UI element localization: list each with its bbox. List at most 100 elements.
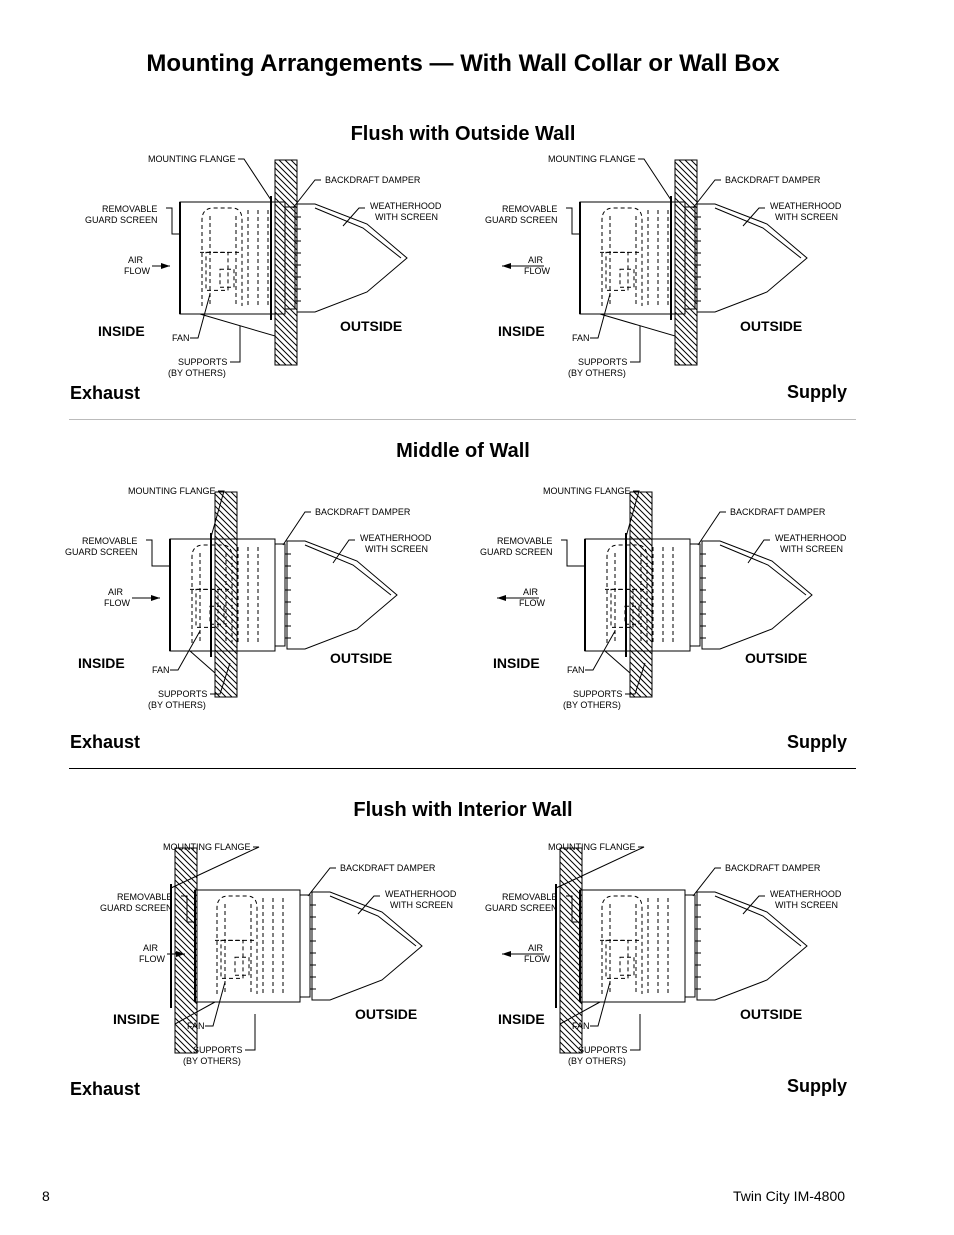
callout-guard-screen-2: GUARD SCREEN: [485, 215, 558, 225]
callout-mounting-flange: MOUNTING FLANGE: [163, 842, 251, 852]
airflow-label: AIR: [143, 943, 159, 953]
callout-supports: SUPPORTS: [178, 357, 227, 367]
callout-guard-screen: REMOVABLE: [117, 892, 172, 902]
callout-leader: [692, 179, 721, 209]
weatherhood: [701, 540, 813, 650]
fan-motor: [605, 251, 629, 291]
supply-label: Supply: [787, 732, 848, 752]
callout-mounting-flange: MOUNTING FLANGE: [148, 154, 236, 164]
callout-supports: SUPPORTS: [158, 689, 207, 699]
airflow-label-2: FLOW: [524, 266, 551, 276]
callout-leader: [625, 490, 640, 538]
callout-supports-2: (BY OTHERS): [563, 700, 621, 710]
callout-leader: [742, 895, 765, 915]
fan-motor: [610, 588, 634, 628]
callout-leader: [566, 895, 580, 923]
callout-guard-screen-2: GUARD SCREEN: [485, 903, 558, 913]
callout-fan: FAN: [152, 665, 170, 675]
callout-weatherhood-screen: WITH SCREEN: [375, 212, 438, 222]
wall: [674, 159, 698, 366]
callout-guard-screen: REMOVABLE: [82, 536, 137, 546]
outside-label: OUTSIDE: [355, 1006, 417, 1022]
callout-backdraft-damper: BACKDRAFT DAMPER: [340, 863, 436, 873]
fan-housing: [579, 889, 686, 1003]
callout-supports-2: (BY OTHERS): [183, 1056, 241, 1066]
callout-leader: [332, 539, 355, 564]
callout-leader: [742, 207, 765, 227]
callout-guard-screen: REMOVABLE: [502, 892, 557, 902]
callout-guard-screen-2: GUARD SCREEN: [65, 547, 138, 557]
weatherhood: [311, 891, 423, 1001]
callout-guard-screen: REMOVABLE: [497, 536, 552, 546]
callout-leader: [342, 207, 365, 227]
weatherhood: [696, 203, 808, 313]
fan-frame: [601, 207, 643, 306]
callout-fan: FAN: [187, 1021, 205, 1031]
callout-leader: [630, 326, 641, 363]
callout-weatherhood-screen: WITH SCREEN: [780, 544, 843, 554]
arrow-head: [161, 263, 170, 269]
callout-mounting-flange: MOUNTING FLANGE: [548, 154, 636, 164]
callout-weatherhood: WEATHERHOOD: [775, 533, 847, 543]
callout-weatherhood: WEATHERHOOD: [385, 889, 457, 899]
outside-label: OUTSIDE: [740, 318, 802, 334]
inside-label: INSIDE: [493, 655, 540, 671]
fan-frame: [191, 544, 233, 643]
fan-motor: [195, 588, 219, 628]
callout-leader: [590, 293, 611, 339]
callout-weatherhood-screen: WITH SCREEN: [365, 544, 428, 554]
callout-leader: [555, 846, 645, 889]
callout-leader: [638, 158, 672, 201]
airflow-label-2: FLOW: [519, 598, 546, 608]
outside-label: OUTSIDE: [340, 318, 402, 334]
callout-leader: [630, 1014, 641, 1051]
callout-leader: [190, 293, 211, 339]
callout-leader: [625, 662, 646, 695]
outside-label: OUTSIDE: [330, 650, 392, 666]
callout-leader: [747, 539, 770, 564]
fan-housing: [179, 201, 286, 315]
backdraft-damper: [274, 543, 286, 647]
callout-supports-2: (BY OTHERS): [568, 1056, 626, 1066]
exhaust-label: Exhaust: [70, 383, 141, 403]
callout-leader: [585, 630, 616, 671]
callout-fan: FAN: [172, 333, 190, 343]
inside-label: INSIDE: [498, 323, 545, 339]
callout-supports-2: (BY OTHERS): [148, 700, 206, 710]
diagram-flush-interior-exhaust: MOUNTING FLANGE BACKDRAFT DAMPER WEATHERHO…: [100, 842, 457, 1066]
wall: [214, 491, 238, 698]
outside-label: OUTSIDE: [745, 650, 807, 666]
callout-supports: SUPPORTS: [578, 1045, 627, 1055]
supports: [599, 313, 676, 337]
supports: [199, 313, 276, 337]
airflow-label: AIR: [128, 255, 144, 265]
fan-frame: [216, 895, 258, 994]
wall: [174, 847, 198, 1054]
airflow-label: AIR: [523, 587, 539, 597]
supports: [174, 1001, 216, 1025]
callout-leader: [230, 326, 241, 363]
wall: [629, 491, 653, 698]
callout-leader: [697, 511, 726, 546]
inside-label: INSIDE: [498, 1011, 545, 1027]
fan-motor: [605, 939, 629, 979]
inside-label: INSIDE: [78, 655, 125, 671]
fan-motor: [205, 251, 229, 291]
callout-weatherhood-screen: WITH SCREEN: [775, 212, 838, 222]
callout-leader: [181, 895, 195, 923]
airflow-label-2: FLOW: [139, 954, 166, 964]
callout-weatherhood: WEATHERHOOD: [770, 201, 842, 211]
arrow-head: [502, 263, 511, 269]
section-title-flush-outside: Flush with Outside Wall: [350, 123, 576, 145]
fan-frame: [201, 207, 243, 306]
callout-leader: [692, 867, 721, 897]
callout-leader: [245, 1014, 256, 1051]
supports: [189, 650, 216, 675]
airflow-label: AIR: [528, 943, 544, 953]
fan-frame: [606, 544, 648, 643]
callout-guard-screen-2: GUARD SCREEN: [85, 215, 158, 225]
callout-weatherhood-screen: WITH SCREEN: [390, 900, 453, 910]
